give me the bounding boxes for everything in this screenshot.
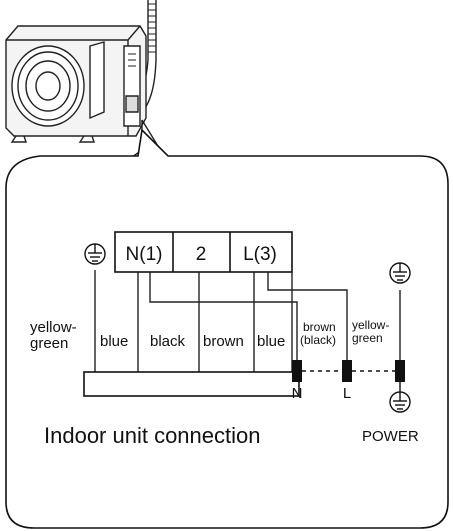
label-yellow-green-left-2: green: [30, 335, 68, 352]
terminal-n1: N(1): [126, 244, 163, 265]
label-blue-2: blue: [257, 333, 285, 350]
caption-power: POWER: [362, 428, 419, 445]
terminal-2: 2: [196, 244, 207, 265]
indoor-unit-box: [83, 371, 300, 397]
label-brown: brown: [203, 333, 244, 350]
terminal-block: N(1) 2 L(3): [114, 231, 293, 273]
power-n-label: N: [292, 385, 303, 402]
label-brown-black-2: (black): [300, 333, 336, 347]
ground-icon: [389, 262, 411, 284]
label-brown-black-1: brown: [303, 320, 336, 334]
callout-frame: [5, 128, 449, 529]
label-yellow-green-right-1: yellow-: [352, 318, 389, 332]
label-blue-1: blue: [100, 333, 128, 350]
label-yellow-green-left-1: yellow-: [30, 319, 77, 336]
ground-icon: [84, 243, 106, 265]
outdoor-unit-illustration: [5, 0, 165, 161]
label-yellow-green-right-2: green: [352, 331, 383, 345]
power-terminals: N L: [292, 360, 405, 402]
power-l-label: L: [343, 385, 351, 402]
label-black: black: [150, 333, 186, 350]
wires: [94, 270, 401, 372]
terminal-l3: L(3): [243, 244, 277, 265]
ground-icon: [389, 382, 411, 413]
caption-indoor-unit-connection: Indoor unit connection: [44, 423, 261, 448]
